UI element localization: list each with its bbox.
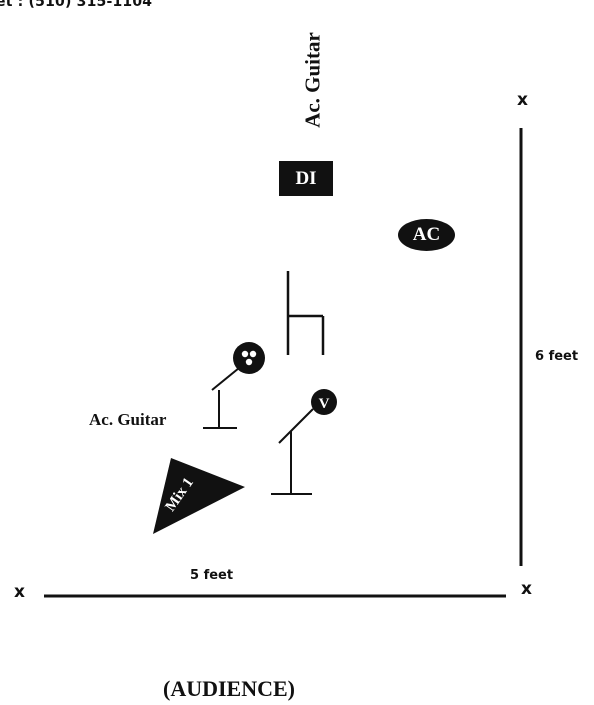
- corner-marker-bottom-left: x: [14, 582, 25, 602]
- ac-guitar-mic-icon: [233, 342, 265, 374]
- contact-phone-text: et : (510) 315-1104: [0, 0, 153, 10]
- vocal-mic-label: V: [319, 396, 330, 412]
- ac-amp: AC: [398, 219, 455, 251]
- vocal-mic-icon: V: [311, 389, 337, 415]
- di-box-label: DI: [295, 167, 317, 189]
- ac-amp-label: AC: [412, 224, 441, 245]
- vocal-mic-stand: [271, 408, 314, 495]
- depth-dimension-label: 6 feet: [535, 349, 579, 364]
- corner-marker-top-right: x: [517, 90, 528, 110]
- audience-label: (AUDIENCE): [163, 676, 295, 701]
- stool-symbol: [286, 271, 325, 355]
- ac-guitar-mic-label: Ac. Guitar: [89, 410, 167, 429]
- corner-marker-bottom-right: x: [521, 579, 532, 599]
- di-box: DI: [279, 161, 333, 196]
- monitor-wedge: Mix 1: [153, 458, 245, 534]
- ac-guitar-mic-stand: [203, 367, 240, 429]
- width-dimension-label: 5 feet: [190, 568, 234, 583]
